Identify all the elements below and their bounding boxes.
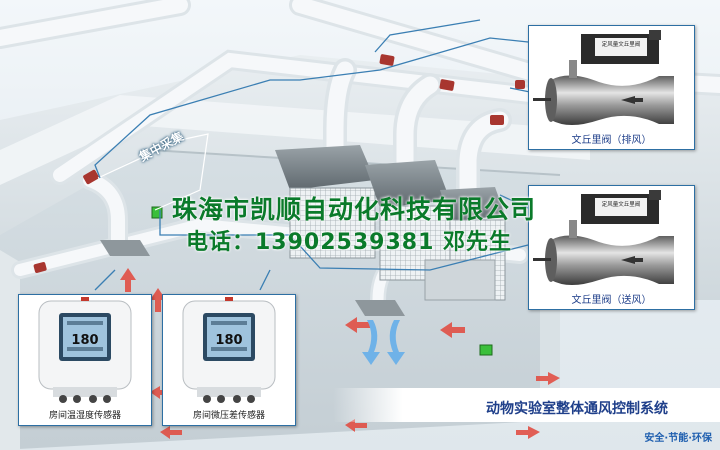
supply-valve-device-label: 定风量文丘里阀 (602, 200, 641, 208)
signal-lines (94, 19, 531, 291)
wall-sockets (151, 206, 493, 356)
pressure-sensor-card: 180 房间微压差传感器 (162, 294, 296, 426)
duct-valve-bands (33, 54, 525, 273)
sensor-reading-1: 180 (71, 333, 98, 348)
supply-valve-card: 定风量文丘里阀 文丘里阀（送风） (528, 185, 695, 310)
humidity-sensor-card: 180 房间温湿度传感器 (18, 294, 152, 426)
humidity-sensor-image: 180 (38, 297, 132, 403)
supply-valve-caption: 文丘里阀（送风） (571, 295, 652, 306)
pressure-sensor-caption: 房间微压差传感器 (192, 411, 265, 421)
hood-units (275, 145, 506, 301)
watermark-contact: 电话：13902539381 邓先生 (186, 230, 513, 255)
slogan: 安全·节能·环保 (644, 433, 712, 444)
exhaust-valve-image: 定风量文丘里阀 (533, 30, 674, 125)
ceiling-diffusers (100, 240, 405, 316)
system-title: 动物实验室整体通风控制系统 (486, 401, 668, 417)
humidity-sensor-caption: 房间温湿度传感器 (48, 411, 121, 421)
exhaust-valve-device-label: 定风量文丘里阀 (602, 40, 641, 48)
watermark-company: 珠海市凯顺自动化科技有限公司 (172, 195, 537, 224)
pressure-sensor-image: 180 (182, 297, 276, 403)
exhaust-valve-caption: 文丘里阀（排风） (571, 135, 652, 146)
exhaust-airflow-arrows (362, 320, 405, 365)
supply-airflow-arrows (120, 268, 560, 439)
collection-box (97, 133, 209, 211)
title-bar: 动物实验室整体通风控制系统 (333, 388, 720, 422)
supply-valve-image: 定风量文丘里阀 (533, 190, 674, 285)
sensor-reading-2: 180 (215, 333, 242, 348)
exhaust-valve-card: 定风量文丘里阀 文丘里阀（排风） (528, 25, 695, 150)
